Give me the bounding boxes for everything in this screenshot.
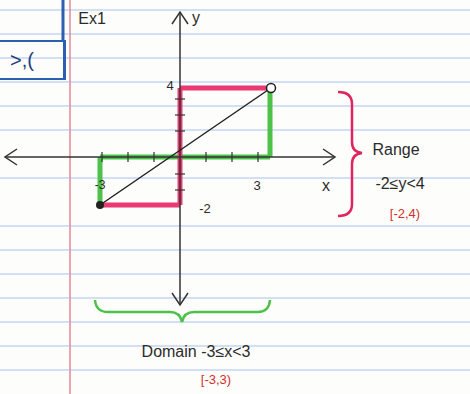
range-inequality: -2≤y<4: [373, 175, 426, 193]
range-label: Range: [370, 141, 421, 159]
tick-value: 4: [164, 79, 175, 93]
box-rule: [62, 0, 65, 40]
range-brace: [338, 92, 362, 216]
graph-segment: [100, 90, 268, 205]
range-interval: [-2,4): [388, 207, 422, 221]
tick-value: -2: [197, 202, 213, 216]
domain-label: Domain -3≤x<3: [140, 343, 253, 361]
tick-value: -3: [93, 179, 108, 192]
example-label: Ex1: [76, 10, 108, 28]
axis-name: x: [320, 177, 332, 195]
note-text: >,(: [0, 49, 34, 72]
range-highlight: [100, 88, 267, 205]
note-box: >,(: [0, 40, 66, 80]
closed-endpoint: [96, 201, 104, 209]
axes: [5, 12, 335, 305]
margin-line: [69, 0, 71, 394]
domain-brace: [95, 300, 270, 322]
domain-interval: [-3,3): [199, 373, 233, 387]
axis-name: y: [190, 9, 202, 27]
tick-value: 3: [251, 179, 262, 193]
open-endpoint: [267, 84, 276, 93]
